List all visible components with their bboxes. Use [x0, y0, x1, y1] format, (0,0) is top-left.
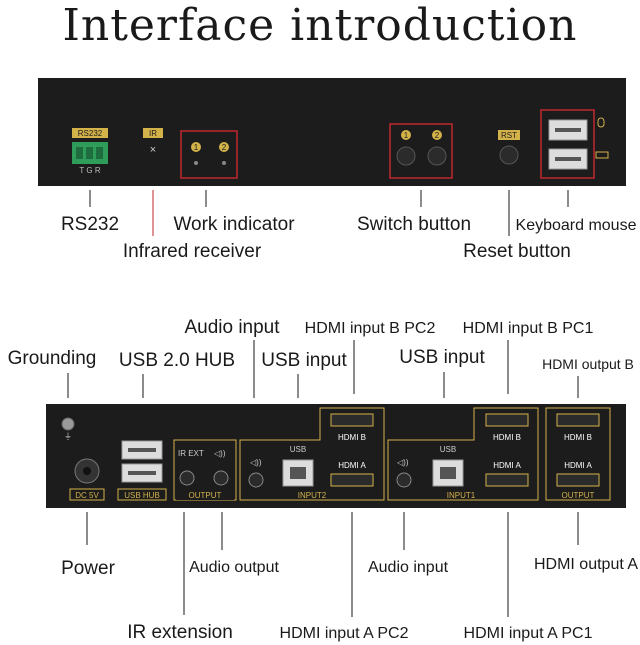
- terminal-pin: [76, 147, 83, 159]
- keyboard-mouse-highlight: [540, 109, 595, 179]
- hdmi-output-a-callout: HDMI output A: [534, 556, 638, 573]
- output-hdmi-a-port: [556, 473, 600, 487]
- indicator-2-badge: [219, 142, 229, 152]
- grounding-screw-icon: [61, 417, 75, 431]
- indicator-1-badge: [191, 142, 201, 152]
- reset-button-callout: Reset button: [463, 241, 571, 262]
- rst-port-label: RST: [501, 131, 517, 140]
- keyboard-mouse-callout: Keyboard mouse: [516, 217, 637, 234]
- switch-2-badge: [432, 130, 442, 140]
- speaker-icon: ◁)): [397, 458, 409, 467]
- input1-group: [387, 407, 539, 501]
- audio-output-jack: [213, 470, 229, 486]
- tgr-label: T G R: [79, 166, 100, 175]
- hdmi-output-b-callout: HDMI output B: [542, 356, 634, 372]
- output-hdmi-a-label: HDMI A: [564, 461, 592, 470]
- ir-receiver-icon: ×: [150, 144, 156, 156]
- output-hdmi-b-port: [556, 413, 600, 427]
- usb-hub-label: USB HUB: [124, 491, 160, 500]
- output-hdmi-b-label: HDMI B: [564, 433, 592, 442]
- input2-hdmi-a-label: HDMI A: [338, 461, 366, 470]
- input1-usb-label: USB: [440, 445, 456, 454]
- switch-1-button[interactable]: [396, 146, 416, 166]
- speaker-icon: ◁)): [214, 449, 226, 458]
- switch-button-callout: Switch button: [357, 214, 471, 235]
- output-tag-bg: [176, 490, 234, 500]
- audio-input-top-callout: Audio input: [184, 317, 280, 338]
- terminal-pin: [86, 147, 93, 159]
- usb-b-slot: [440, 467, 456, 479]
- indicator-2-number: 2: [222, 143, 227, 152]
- input2-audio-jack: [248, 472, 264, 488]
- ground-symbol-icon: ⏚: [64, 432, 72, 441]
- usb-port-slot: [555, 128, 581, 132]
- ir-extension-callout: IR extension: [127, 622, 233, 643]
- usb-input-left-callout: USB input: [261, 350, 347, 371]
- rs232-port-tag: [72, 128, 108, 138]
- switch-button-highlight: [389, 123, 453, 179]
- input1-audio-jack: [396, 472, 412, 488]
- rs232-port-label: RS232: [78, 129, 103, 138]
- led-1: [194, 161, 198, 165]
- top-device-panel: [38, 78, 626, 186]
- input1-label: INPUT1: [447, 491, 476, 500]
- grounding-callout: Grounding: [8, 348, 97, 369]
- input2-hdmi-a-port: [330, 473, 374, 487]
- work-indicator-highlight: [180, 130, 238, 179]
- hdmi-input-b-pc1-callout: HDMI input B PC1: [463, 320, 594, 337]
- usb-input-right-callout: USB input: [399, 347, 485, 368]
- ir-port-label: IR: [149, 129, 157, 138]
- led-2: [222, 161, 226, 165]
- input1-hdmi-a-port: [485, 473, 529, 487]
- infrared-receiver-callout: Infrared receiver: [123, 241, 262, 262]
- input2-usb-b-port: [282, 459, 314, 487]
- input2-group: [239, 407, 385, 501]
- hdmi-input-a-pc1-callout: HDMI input A PC1: [464, 625, 593, 642]
- reset-button[interactable]: [499, 145, 519, 165]
- work-indicator-callout: Work indicator: [173, 214, 295, 235]
- input2-label: INPUT2: [298, 491, 327, 500]
- ir-ext-label: IR EXT: [178, 449, 204, 458]
- ir-ext-jack: [179, 470, 195, 486]
- indicator-1-number: 1: [194, 143, 199, 152]
- hdmi-input-b-pc2-callout: HDMI input B PC2: [305, 320, 436, 337]
- usb-hub-tag: [117, 488, 167, 501]
- speaker-icon: ◁)): [250, 458, 262, 467]
- dc-jack-center: [83, 467, 91, 475]
- usb-b-slot: [290, 467, 306, 479]
- keyboard-icon: [595, 151, 609, 159]
- output-right-label: OUTPUT: [562, 491, 595, 500]
- audio-output-callout: Audio output: [189, 559, 279, 576]
- input1-hdmi-a-label: HDMI A: [493, 461, 521, 470]
- dc5v-tag: [69, 488, 105, 501]
- input2-usb-label: USB: [290, 445, 306, 454]
- mouse-icon: [597, 117, 605, 128]
- page-title: Interface introduction: [62, 0, 578, 51]
- input1-hdmi-b-port: [485, 413, 529, 427]
- usb-hub-callout: USB 2.0 HUB: [119, 350, 235, 371]
- ir-port-tag: [143, 128, 163, 138]
- switch-1-badge: [401, 130, 411, 140]
- rs232-callout: RS232: [61, 214, 119, 235]
- usb-port-slot: [128, 471, 156, 475]
- terminal-pin: [96, 147, 103, 159]
- dc5v-label: DC 5V: [75, 491, 99, 500]
- audio-input-bottom-callout: Audio input: [368, 559, 449, 576]
- power-callout: Power: [61, 558, 116, 579]
- output-hdmi-group: [545, 407, 611, 501]
- output-left-label: OUTPUT: [189, 491, 222, 500]
- input2-hdmi-b-label: HDMI B: [338, 433, 366, 442]
- input1-hdmi-b-label: HDMI B: [493, 433, 521, 442]
- switch-1-number: 1: [404, 131, 409, 140]
- rst-port-tag: [498, 130, 520, 140]
- switch-2-button[interactable]: [427, 146, 447, 166]
- input2-hdmi-b-port: [330, 413, 374, 427]
- usb-port-slot: [128, 448, 156, 452]
- switch-2-number: 2: [435, 131, 440, 140]
- usb-port-slot: [555, 157, 581, 161]
- hdmi-input-a-pc2-callout: HDMI input A PC2: [280, 625, 409, 642]
